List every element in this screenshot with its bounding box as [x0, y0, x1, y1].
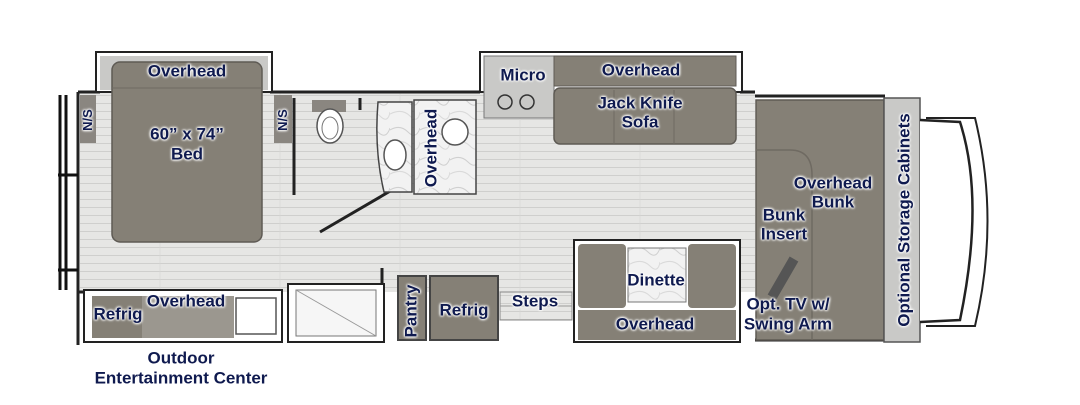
tv-label-1: Opt. TV w/: [746, 294, 830, 314]
toilet: [312, 100, 346, 144]
outdoor-overhead-label: Overhead: [146, 291, 226, 311]
storage-cabinets-label: Optional Storage Cabinets: [894, 113, 914, 327]
bath-overhead-cabinet: [413, 99, 477, 195]
outdoor-label-1: Outdoor: [147, 348, 215, 368]
bunk-insert-label-1: Bunk: [762, 205, 806, 225]
bed-slide: [95, 51, 273, 243]
sofa-label-2: Sofa: [621, 112, 659, 132]
bed-label: Bed: [170, 144, 204, 164]
sofa-overhead-label: Overhead: [601, 60, 681, 80]
rear-wall: [58, 95, 78, 290]
nightstand-left-label: N/S: [80, 109, 95, 131]
bunk-insert-label-2: Insert: [760, 224, 808, 244]
tv-label-2: Swing Arm: [743, 314, 833, 334]
tv-swing-arm: [767, 256, 799, 300]
bed-overhead-label: Overhead: [147, 61, 227, 81]
kitchen-slide: [479, 51, 743, 145]
bunk-label-1: Overhead: [793, 173, 873, 193]
outdoor-label-2: Entertainment Center: [94, 368, 268, 388]
nightstand-right-label: N/S: [275, 109, 290, 131]
sofa-label-1: Jack Knife: [597, 93, 683, 113]
shower: [287, 283, 385, 343]
steps-label: Steps: [511, 291, 559, 311]
dinette-overhead-label: Overhead: [615, 314, 695, 334]
bath-overhead-label: Overhead: [421, 108, 441, 188]
pantry: [397, 275, 427, 341]
refrig-inside: [429, 275, 499, 341]
bed-size-label: 60” x 74”: [150, 124, 224, 144]
nightstand-right: [274, 95, 292, 143]
dinette: [573, 239, 741, 343]
micro-label: Micro: [500, 65, 546, 85]
bath-walls: [292, 98, 393, 234]
vanity: [376, 101, 413, 193]
pantry-label: Pantry: [401, 284, 421, 338]
steps: [499, 291, 573, 321]
nightstand-left: [80, 95, 96, 143]
refrig-outdoor-label: Refrig: [93, 304, 143, 324]
outdoor-center: [83, 289, 283, 343]
dinette-label: Dinette: [627, 270, 685, 290]
refrig-inside-label: Refrig: [439, 300, 489, 320]
cab: [755, 97, 989, 343]
bunk-label-2: Bunk: [811, 192, 855, 212]
